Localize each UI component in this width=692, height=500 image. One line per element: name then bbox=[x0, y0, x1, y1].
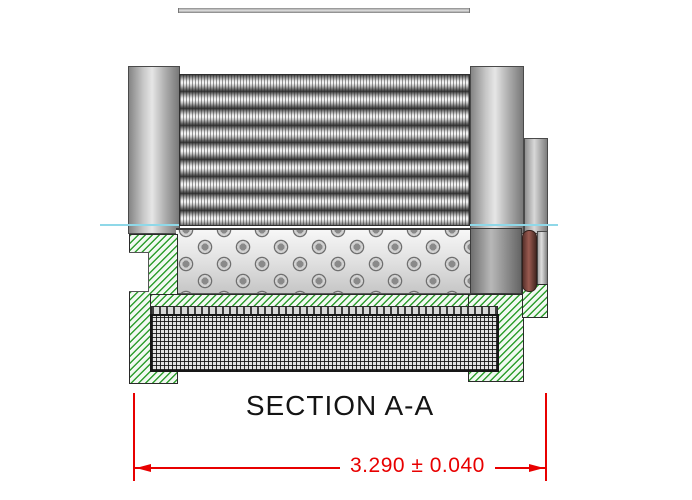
dimension-arrow-left-icon bbox=[136, 464, 151, 472]
right-fitting-upper bbox=[524, 138, 548, 234]
wire-mesh-screen bbox=[150, 314, 499, 372]
dimension-value: 3.290 ± 0.040 bbox=[150, 454, 530, 482]
pleated-filter-media bbox=[179, 74, 470, 226]
dimension-extension-line-right bbox=[545, 393, 547, 481]
dimension-extension-line-left bbox=[133, 393, 135, 481]
right-cap-lower bbox=[470, 228, 522, 294]
left-end-cap bbox=[128, 66, 180, 234]
section-label: SECTION A-A bbox=[245, 390, 435, 421]
perforated-core-tube bbox=[176, 228, 470, 294]
right-fitting-lower bbox=[537, 231, 548, 291]
left-cap-notch bbox=[129, 252, 149, 292]
dimension-arrow-right-icon bbox=[529, 464, 544, 472]
dimension-value-text: 3.290 ± 0.040 bbox=[340, 454, 495, 478]
o-ring-seal bbox=[522, 230, 537, 292]
right-end-cap bbox=[470, 66, 524, 234]
outer-wrap-edge bbox=[178, 8, 470, 13]
